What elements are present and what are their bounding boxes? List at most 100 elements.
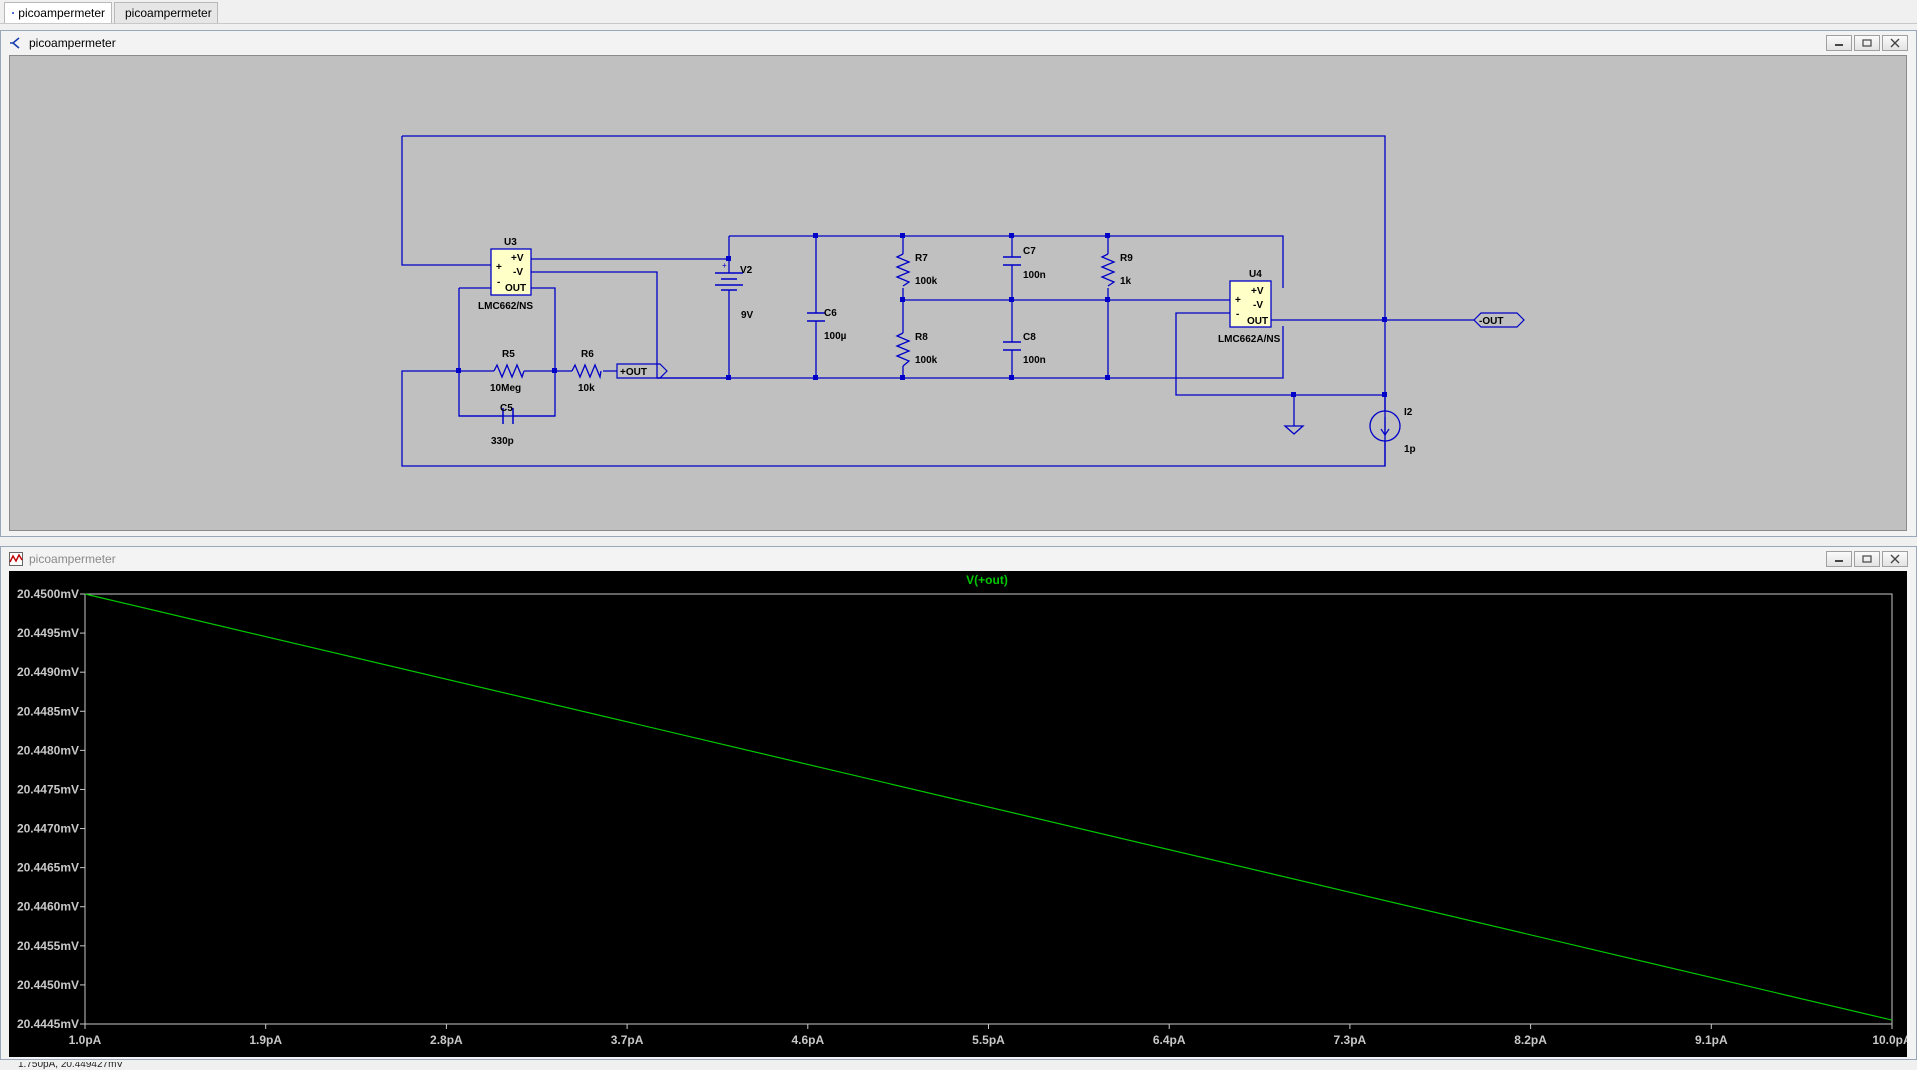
pin-label: -V <box>513 267 523 278</box>
x-tick-label: 1.0pA <box>69 1033 102 1047</box>
capacitor-C7[interactable] <box>1003 256 1021 266</box>
window-title: picoampermeter <box>29 552 116 566</box>
component-ref: C5 <box>500 403 513 414</box>
component-ref: R6 <box>581 349 594 360</box>
y-tick-label: 20.4495mV <box>17 626 79 640</box>
component-ref: C7 <box>1023 246 1036 257</box>
component-ref: C8 <box>1023 332 1036 343</box>
schematic-drawing: + + - +V -V OUT <box>401 135 1525 467</box>
minimize-icon <box>1835 44 1843 46</box>
close-button[interactable] <box>1882 35 1908 51</box>
cursor-readout: 1.750pA, 20.449427mV <box>18 1062 124 1070</box>
component-value: 9V <box>741 310 754 321</box>
restore-icon <box>1862 555 1872 563</box>
resistor-R9[interactable] <box>1100 253 1116 287</box>
component-ref: C6 <box>824 308 837 319</box>
schematic-window-titlebar: picoampermeter <box>1 31 1916 55</box>
close-icon <box>1890 38 1900 48</box>
pin-label: +V <box>1251 286 1264 297</box>
capacitor-C8[interactable] <box>1003 341 1021 351</box>
component-value: 1k <box>1120 276 1132 287</box>
pin-label: - <box>497 277 500 288</box>
svg-text:+: + <box>722 261 727 270</box>
pin-label: OUT <box>505 283 526 294</box>
pin-label: OUT <box>1247 316 1268 327</box>
tab-schematic[interactable]: picoampermeter <box>4 2 112 23</box>
trace-line <box>84 593 1893 1021</box>
document-tab-bar: picoampermeter picoampermeter <box>0 0 1917 24</box>
capacitor-C5[interactable] <box>502 408 514 424</box>
pin-label: + <box>496 262 502 273</box>
net-label-minus-out[interactable]: -OUT <box>1473 312 1525 328</box>
schematic-window: picoampermeter <box>0 30 1917 537</box>
component-ref: R9 <box>1120 253 1133 264</box>
y-tick-label: 20.4500mV <box>17 587 79 601</box>
component-value: 100k <box>915 355 938 366</box>
opamp-U3[interactable]: + - +V -V OUT <box>490 248 532 296</box>
battery-V2[interactable] <box>715 272 743 291</box>
restore-button[interactable] <box>1854 551 1880 567</box>
y-tick-label: 20.4485mV <box>17 704 79 718</box>
waveform-chart: V(+out) 20.4500mV20.4495mV20.4490mV20.44… <box>17 573 1907 1047</box>
minimize-button[interactable] <box>1826 551 1852 567</box>
window-title: picoampermeter <box>29 36 116 50</box>
waveform-icon <box>9 552 23 566</box>
component-value: 100k <box>915 276 938 287</box>
component-ref: U3 <box>504 237 517 248</box>
y-tick-label: 20.4460mV <box>17 900 79 914</box>
restore-button[interactable] <box>1854 35 1880 51</box>
component-value: 100µ <box>824 331 847 342</box>
capacitor-C6[interactable] <box>807 312 825 322</box>
y-tick-label: 20.4445mV <box>17 1017 79 1031</box>
waveform-window: picoampermeter V(+out) 20.4500mV 20.4495m… <box>0 546 1917 1060</box>
schematic-icon <box>10 37 20 49</box>
x-tick-label: 2.8pA <box>430 1033 463 1047</box>
y-tick-label: 20.4480mV <box>17 743 79 757</box>
component-value: 330p <box>491 436 514 447</box>
tab-label: picoampermeter <box>125 6 212 20</box>
x-tick-label: 7.3pA <box>1334 1033 1367 1047</box>
pin-label: +V <box>511 253 524 264</box>
resistor-R8[interactable] <box>895 332 911 367</box>
resistor-R7[interactable] <box>895 253 911 287</box>
x-tick-label: 3.7pA <box>611 1033 644 1047</box>
y-tick-label: 20.4475mV <box>17 782 79 796</box>
component-ref: U4 <box>1249 269 1262 280</box>
x-tick-label: 6.4pA <box>1153 1033 1186 1047</box>
trace-label[interactable]: V(+out) <box>966 573 1008 587</box>
component-ref: I2 <box>1404 407 1413 418</box>
component-model: LMC662A/NS <box>1218 334 1281 345</box>
current-source-I2[interactable] <box>1369 410 1401 442</box>
pin-label: -V <box>1253 300 1263 311</box>
x-tick-label: 8.2pA <box>1514 1033 1547 1047</box>
y-tick-label: 20.4455mV <box>17 939 79 953</box>
close-icon <box>1890 554 1900 564</box>
tab-waveform[interactable]: picoampermeter <box>114 2 218 23</box>
net-label-plus-out[interactable]: +OUT <box>616 363 668 379</box>
svg-text:-OUT: -OUT <box>1479 316 1503 327</box>
x-tick-label: 10.0pA <box>1872 1033 1907 1047</box>
component-value: 10Meg <box>490 383 521 394</box>
resistor-R5[interactable] <box>493 363 525 379</box>
tab-label: picoampermeter <box>18 6 105 20</box>
x-tick-label: 5.5pA <box>972 1033 1005 1047</box>
minimize-icon <box>1835 560 1843 562</box>
pin-label: + <box>1235 295 1241 306</box>
x-tick-label: 4.6pA <box>791 1033 824 1047</box>
schematic-canvas[interactable]: + + - +V -V OUT <box>9 55 1907 531</box>
opamp-U4[interactable]: + - +V -V OUT <box>1229 280 1272 328</box>
y-tick-label: 20.4470mV <box>17 822 79 836</box>
component-value: 100n <box>1023 355 1046 366</box>
ground-icon <box>1283 425 1305 435</box>
status-bar: 1.750pA, 20.449427mV <box>0 1062 1917 1070</box>
resistor-R6[interactable] <box>571 363 602 380</box>
close-button[interactable] <box>1882 551 1908 567</box>
component-model: LMC662/NS <box>478 301 533 312</box>
y-tick-label: 20.4465mV <box>17 861 79 875</box>
component-value: 10k <box>578 383 595 394</box>
restore-icon <box>1862 39 1872 47</box>
minimize-button[interactable] <box>1826 35 1852 51</box>
component-value: 1p <box>1404 444 1416 455</box>
svg-text:+OUT: +OUT <box>620 367 647 378</box>
